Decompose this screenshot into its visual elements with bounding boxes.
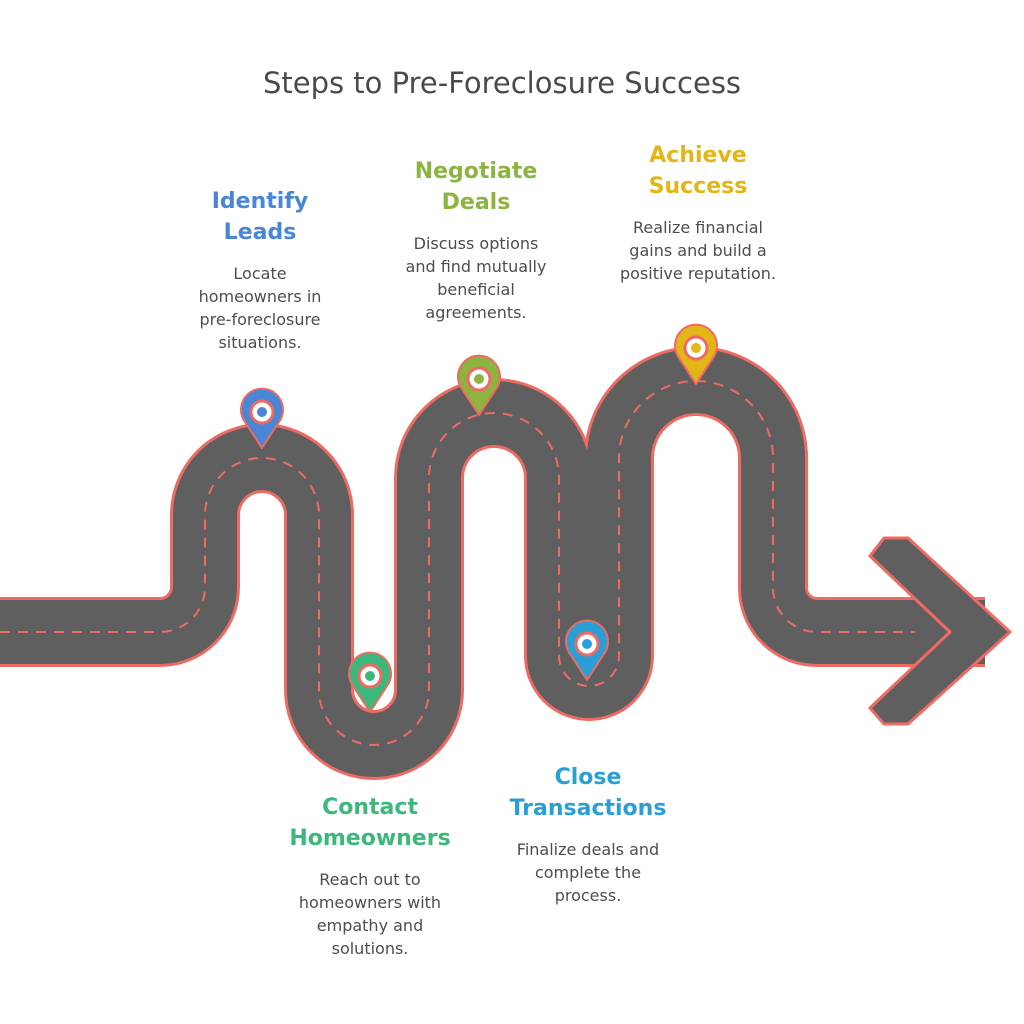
step-description: Realize financial gains and build a posi…	[600, 216, 796, 285]
step-description-line: Finalize deals and	[516, 840, 660, 859]
map-pin-icon	[348, 651, 392, 713]
step-description-line: Reach out to	[319, 870, 421, 889]
step-description-line: process.	[554, 886, 622, 905]
step-heading-line: Achieve	[649, 143, 747, 168]
step-heading-line: Close	[554, 765, 622, 790]
step-heading: Identify Leads	[170, 186, 350, 248]
step-description-line: positive reputation.	[619, 264, 777, 283]
step-contact-homeowners: Contact Homeowners Reach out to homeowne…	[268, 792, 472, 960]
step-description-line: Discuss options	[413, 234, 539, 253]
step-heading: Negotiate Deals	[376, 156, 576, 218]
step-heading-line: Deals	[441, 190, 511, 215]
step-description-line: complete the	[534, 863, 642, 882]
step-description-line: and find mutually	[405, 257, 547, 276]
step-description-line: agreements.	[425, 303, 527, 322]
step-description: Reach out to homeowners with empathy and…	[268, 868, 472, 960]
step-description-line: homeowners in	[198, 287, 322, 306]
step-heading-line: Homeowners	[289, 826, 451, 851]
step-heading-line: Success	[648, 174, 748, 199]
map-pin-icon	[674, 323, 718, 385]
step-description-line: beneficial	[437, 280, 515, 299]
step-negotiate-deals: Negotiate Deals Discuss options and find…	[376, 156, 576, 324]
road-group	[0, 346, 1012, 780]
step-heading-line: Contact	[322, 795, 418, 820]
step-heading-line: Negotiate	[414, 159, 538, 184]
step-description: Finalize deals and complete the process.	[488, 838, 688, 907]
step-description-line: solutions.	[331, 939, 409, 958]
map-pins	[240, 323, 718, 713]
step-heading-line: Identify	[211, 189, 309, 214]
road-arrowhead	[868, 536, 1012, 726]
step-heading-line: Transactions	[509, 796, 667, 821]
step-description-line: Realize financial	[633, 218, 763, 237]
step-description-line: gains and build a	[629, 241, 767, 260]
step-close-transactions: Close Transactions Finalize deals and co…	[488, 762, 688, 907]
step-heading: Achieve Success	[600, 140, 796, 202]
road-center-dashes	[0, 380, 915, 746]
step-identify-leads: Identify Leads Locate homeowners in pre-…	[170, 186, 350, 354]
step-description-line: situations.	[218, 333, 302, 352]
step-heading-line: Leads	[223, 220, 297, 245]
map-pin-icon	[240, 387, 284, 449]
step-description: Locate homeowners in pre-foreclosure sit…	[170, 262, 350, 354]
step-description-line: pre-foreclosure	[199, 310, 321, 329]
step-heading: Close Transactions	[488, 762, 688, 824]
step-heading: Contact Homeowners	[268, 792, 472, 854]
road-body	[0, 349, 985, 777]
step-description-line: homeowners with	[298, 893, 442, 912]
map-pin-icon	[457, 354, 501, 416]
diagram-title: Steps to Pre-Foreclosure Success	[262, 66, 742, 100]
step-description: Discuss options and find mutually benefi…	[376, 232, 576, 324]
step-description-line: Locate	[233, 264, 287, 283]
step-description-line: empathy and	[316, 916, 424, 935]
step-achieve-success: Achieve Success Realize financial gains …	[600, 140, 796, 285]
map-pin-icon	[565, 619, 609, 681]
